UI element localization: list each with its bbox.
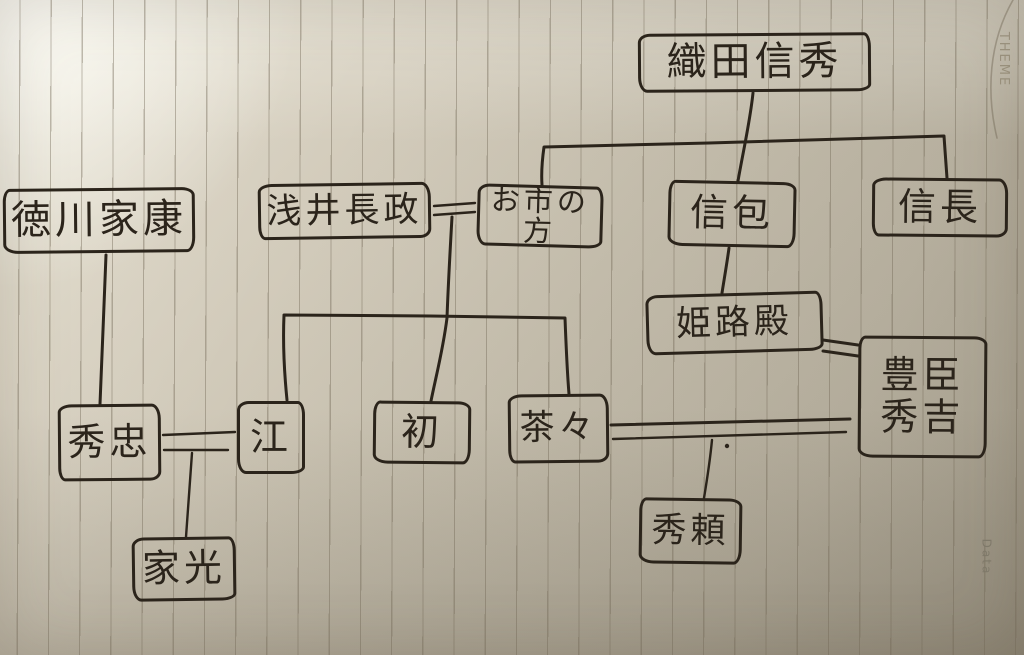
node-label-azai-nagamasa: 浅井長政 xyxy=(266,189,423,232)
ink-dot xyxy=(724,443,730,449)
node-label-himeji-dono: 姫路殿 xyxy=(675,301,794,345)
node-label-hidetada: 秀忠 xyxy=(67,419,152,465)
edge-marriage-to-iemitsu xyxy=(184,451,194,539)
watermark-data: Data xyxy=(979,538,994,576)
node-label-toyotomi-hideyoshi-line2: 秀吉 xyxy=(880,394,965,440)
edge-chacha-hideyoshi-marriage-bottom xyxy=(611,430,848,441)
node-nobukane: 信包 xyxy=(667,179,797,249)
node-go: 江 xyxy=(237,401,305,474)
node-hidetada: 秀忠 xyxy=(57,403,162,482)
node-label-nobukane: 信包 xyxy=(689,190,775,237)
edge-nobukane-to-himeji xyxy=(720,246,731,295)
node-hatsu: 初 xyxy=(372,400,472,465)
node-label-chacha: 茶々 xyxy=(519,407,598,449)
node-hideyori: 秀頼 xyxy=(638,497,743,565)
node-himeji-dono: 姫路殿 xyxy=(645,290,824,356)
edge-marriage-to-hatsu xyxy=(429,215,454,403)
node-nobunaga: 信長 xyxy=(871,177,1009,238)
node-iemitsu: 家光 xyxy=(131,536,237,602)
edge-himeji-hideyoshi-marriage-bottom xyxy=(821,349,860,358)
edge-nobuhide-children-bar xyxy=(540,134,949,187)
edge-hidetada-go-marriage-top xyxy=(161,430,237,437)
node-label-oda-nobuhide: 織田信秀 xyxy=(666,38,843,86)
edge-azai-oichi-marriage-top xyxy=(432,201,477,208)
node-label-go: 江 xyxy=(249,414,292,459)
paper-corner-edge xyxy=(990,0,1014,139)
edge-ieyasu-to-hidetada xyxy=(98,253,108,406)
node-label-toyotomi-hideyoshi-line1: 豊臣 xyxy=(880,353,965,398)
edge-azai-oichi-marriage-bottom xyxy=(432,210,477,217)
node-label-hideyori: 秀頼 xyxy=(651,510,730,552)
node-label-nobunaga: 信長 xyxy=(897,184,983,230)
edge-daughters-bar xyxy=(282,313,571,402)
node-label-oichi-no-kata: お市の方 xyxy=(490,182,591,249)
node-label-tokugawa-ieyasu: 徳川家康 xyxy=(10,195,188,244)
node-tokugawa-ieyasu: 徳川家康 xyxy=(2,186,196,255)
node-oda-nobuhide: 織田信秀 xyxy=(637,32,872,93)
node-oichi-no-kata: お市の方 xyxy=(476,182,604,249)
node-chacha: 茶々 xyxy=(507,393,610,464)
edge-nobuhide-to-nobukane xyxy=(736,91,755,183)
edge-chacha-hideyoshi-marriage-top xyxy=(609,417,852,427)
node-toyotomi-hideyoshi: 豊臣 秀吉 xyxy=(857,335,988,459)
watermark-theme: THEME xyxy=(996,31,1012,88)
node-azai-nagamasa: 浅井長政 xyxy=(257,181,432,241)
edge-himeji-hideyoshi-marriage-top xyxy=(821,338,860,347)
node-label-hatsu: 初 xyxy=(400,409,444,454)
edge-marriage-to-hideyori xyxy=(702,438,714,500)
node-label-iemitsu: 家光 xyxy=(141,545,227,591)
